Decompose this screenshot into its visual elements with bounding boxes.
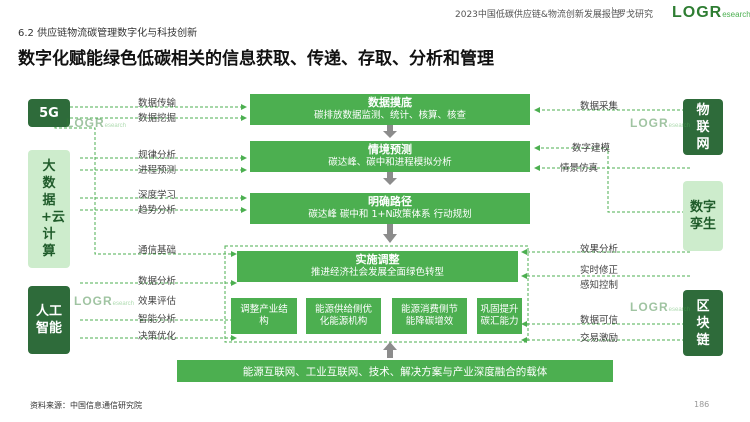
report-title: 2023中国低碳供应链&物流创新发展报告 [455, 10, 620, 20]
sub-step-industry-structure: 调整产业结构 [231, 298, 297, 334]
node-iot-label: 物联网 [696, 102, 710, 152]
label-decision-optimization: 决策优化 [138, 331, 177, 342]
page-number: 186 [694, 400, 710, 409]
brand-name: 罗戈研究 [617, 10, 654, 20]
step-implement-adjust-desc: 推进经济社会发展全面绿色转型 [310, 267, 444, 278]
step-implement-adjust: 实施调整 推进经济社会发展全面绿色转型 [237, 251, 518, 282]
source-note: 资料来源：中国信息通信研究院 [30, 401, 142, 410]
node-blockchain-label: 区块链 [696, 298, 710, 348]
node-big-data-cloud-label: 大数据+云计算 [41, 159, 65, 259]
watermark-logo-left-top: LOGResearch [66, 116, 127, 130]
step-define-path: 明确路径 碳达峰 碳中和 1+N政策体系 行动规划 [250, 193, 530, 224]
label-data-analysis: 数据分析 [138, 276, 177, 287]
label-intelligent-analysis: 智能分析 [138, 314, 177, 325]
step-implement-adjust-title: 实施调整 [355, 253, 400, 266]
step-scenario-forecast-desc: 碳达峰、碳中和进程模拟分析 [328, 157, 452, 168]
label-pattern-analysis: 规律分析 [138, 150, 177, 161]
label-digital-modeling: 数字建模 [572, 143, 611, 154]
sub-step-energy-consumption-label: 能源消费侧节能降碳增效 [400, 304, 458, 327]
watermark-logo-right-bottom: LOGResearch [630, 300, 691, 314]
logo-sub-text: esearch [722, 10, 750, 19]
label-effect-analysis: 效果分析 [580, 244, 619, 255]
carrier-bar-text: 能源互联网、工业互联网、技术、解决方案与产业深度融合的载体 [242, 365, 548, 378]
label-data-mining: 数据挖掘 [138, 113, 177, 124]
step-scenario-forecast-title: 情境预测 [368, 143, 412, 156]
page-title: 数字化赋能绿色低碳相关的信息获取、传递、存取、分析和管理 [18, 49, 494, 69]
step-data-baseline-desc: 碳排放数据监测、统计、核算、核查 [313, 110, 466, 121]
sub-step-energy-supply: 能源供给侧优化能源机构 [306, 298, 381, 334]
label-scenario-simulation: 情景仿真 [560, 163, 599, 174]
node-blockchain: 区块链 [683, 290, 723, 356]
label-data-trust: 数据可信 [580, 315, 619, 326]
sub-step-energy-consumption: 能源消费侧节能降碳增效 [392, 298, 467, 334]
node-ai: 人工智能 [28, 286, 70, 354]
logo-main-text: LOGR [672, 4, 723, 21]
section-title: 6.2 供应链物流碳管理数字化与科技创新 [18, 28, 198, 39]
label-communication-base: 通信基础 [138, 245, 177, 256]
sub-step-industry-structure-label: 调整产业结构 [240, 304, 288, 327]
label-perception-control: 感知控制 [580, 280, 619, 291]
label-trend-analysis: 趋势分析 [138, 205, 177, 216]
node-5g: 5G [28, 99, 70, 127]
watermark-logo-left-bottom: LOGResearch [74, 294, 135, 308]
label-progress-prediction: 进程预测 [138, 165, 177, 176]
step-data-baseline-title: 数据摸底 [368, 96, 412, 109]
node-big-data-cloud: 大数据+云计算 [28, 150, 70, 268]
header-divider [612, 7, 613, 18]
logr-logo: LOGResearch [672, 2, 750, 22]
node-iot: 物联网 [683, 99, 723, 155]
node-digital-twin: 数字孪生 [683, 181, 723, 251]
watermark-logo-right-top: LOGResearch [630, 116, 691, 130]
step-define-path-title: 明确路径 [368, 195, 412, 208]
label-realtime-correction: 实时修正 [580, 265, 619, 276]
carrier-bar: 能源互联网、工业互联网、技术、解决方案与产业深度融合的载体 [177, 360, 613, 382]
step-define-path-desc: 碳达峰 碳中和 1+N政策体系 行动规划 [308, 209, 472, 220]
label-data-collection: 数据采集 [580, 101, 619, 112]
sub-step-carbon-sink: 巩固提升碳汇能力 [477, 298, 522, 334]
sub-step-carbon-sink-label: 巩固提升碳汇能力 [480, 304, 519, 327]
node-ai-label: 人工智能 [35, 304, 62, 336]
node-5g-label: 5G [39, 105, 59, 121]
label-deep-learning: 深度学习 [138, 190, 177, 201]
label-transaction-incentive: 交易激励 [580, 333, 619, 344]
sub-step-energy-supply-label: 能源供给侧优化能源机构 [314, 304, 372, 327]
label-effect-evaluation: 效果评估 [138, 296, 177, 307]
node-digital-twin-label: 数字孪生 [689, 200, 716, 232]
step-scenario-forecast: 情境预测 碳达峰、碳中和进程模拟分析 [250, 141, 530, 172]
label-data-transfer: 数据传输 [138, 98, 177, 109]
step-data-baseline: 数据摸底 碳排放数据监测、统计、核算、核查 [250, 94, 530, 125]
